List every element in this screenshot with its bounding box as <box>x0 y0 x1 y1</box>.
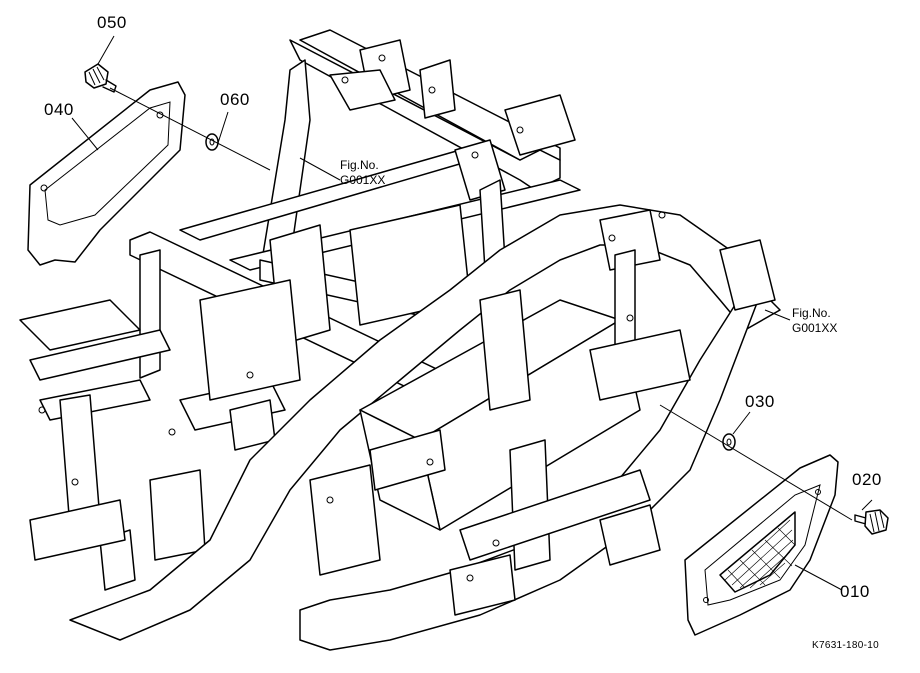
washer-060 <box>205 133 219 151</box>
callout-040: 040 <box>44 100 74 119</box>
fig-ref-upper-line2: G001XX <box>340 173 386 187</box>
callout-020: 020 <box>852 470 882 489</box>
leader-lines <box>71 35 873 591</box>
fig-ref-right-line2: G001XX <box>792 321 838 335</box>
fastener-points <box>38 54 666 582</box>
knob-bolt-050 <box>84 63 117 93</box>
center-frame <box>309 209 691 616</box>
callout-030: 030 <box>745 392 775 411</box>
washer-030 <box>722 433 736 451</box>
side-panel-010 <box>684 454 839 636</box>
callout-060: 060 <box>220 90 250 109</box>
fig-ref-upper-line1: Fig.No. <box>340 158 379 172</box>
main-frame-tube <box>69 204 781 651</box>
side-panel-040 <box>27 81 186 266</box>
callout-010: 010 <box>840 582 870 601</box>
drawing-code: K7631-180-10 <box>812 640 879 651</box>
rear-frame <box>19 29 581 591</box>
fig-ref-right-line1: Fig.No. <box>792 306 831 320</box>
callout-050: 050 <box>97 13 127 32</box>
knob-bolt-020 <box>854 509 889 535</box>
